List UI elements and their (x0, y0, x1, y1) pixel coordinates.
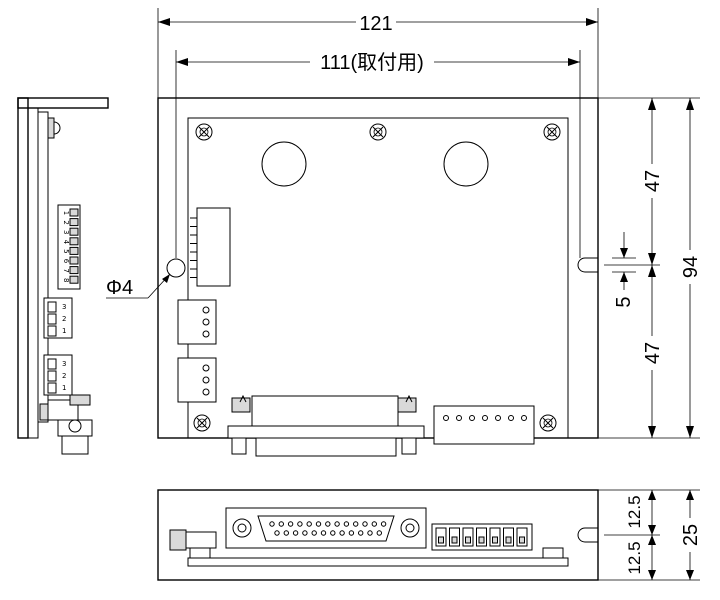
terminal-pin (443, 415, 449, 421)
terminal-contact (438, 536, 444, 544)
dip-switch-number: 6 (62, 259, 70, 264)
pin-label: 1 (62, 384, 66, 392)
dsub-pin (306, 521, 312, 527)
terminal-pin (456, 415, 462, 421)
dim-hole-diameter: Φ4 (106, 273, 171, 299)
dim-side-front: 12.5 12.5 25 (598, 489, 702, 581)
dim-overall-width: 121 (157, 8, 599, 98)
terminal-pin (508, 415, 514, 421)
dsub-pin (287, 521, 294, 527)
slot-width-label: 5 (613, 296, 635, 307)
dim-mounting-pitch: 111(取付用) (175, 50, 581, 258)
dsub-pin (358, 530, 364, 536)
dsub-pin (343, 521, 350, 527)
dim-vertical-right: 47 47 5 94 (598, 97, 702, 439)
side-view-left: 1 2 3 4 5 6 7 8 3 2 1 3 2 1 (17, 97, 109, 455)
side-lower-label: 12.5 (625, 541, 644, 574)
terminal-pin (482, 415, 488, 421)
terminal-slot (516, 527, 528, 547)
overall-height-label: 94 (680, 256, 702, 278)
dsub-pin (311, 530, 317, 536)
overall-width-label: 121 (359, 13, 392, 35)
terminal-slot (449, 527, 460, 547)
dsub-pin (334, 521, 340, 527)
mounting-hole (166, 258, 186, 278)
dsub-pin (320, 530, 327, 536)
pin-label: 3 (62, 360, 66, 368)
dip-switch-number: 3 (62, 230, 70, 234)
terminal-block-front (431, 523, 533, 551)
dsub-pin (367, 530, 373, 536)
upper-half-label: 47 (642, 170, 664, 192)
dip-switch-number: 1 (62, 211, 70, 215)
pin-label: 2 (62, 315, 66, 323)
terminal-slot (489, 527, 501, 547)
dsub-pin (302, 530, 308, 536)
terminal-slot (503, 527, 514, 547)
dsub-pin (348, 530, 355, 536)
side-total-label: 25 (680, 524, 702, 546)
terminal-slot (476, 527, 487, 547)
front-view (157, 489, 599, 581)
dsub-pin (297, 521, 303, 527)
dsub-pin (274, 530, 280, 536)
dsub-pin (330, 530, 336, 536)
dsub-pin (362, 521, 368, 527)
pin-label: 1 (62, 327, 66, 335)
terminal-contact (505, 536, 512, 544)
terminal-slot (462, 527, 474, 547)
terminal-pin (469, 415, 475, 421)
dsub-pin (353, 521, 359, 527)
dsub-pin (292, 530, 299, 536)
terminal-slot (435, 527, 447, 547)
mounting-pitch-label: 111(取付用) (320, 51, 424, 74)
dsub-pin (269, 521, 275, 527)
dip-switch-number: 8 (62, 278, 70, 282)
terminal-block-top (433, 405, 535, 445)
terminal-pin (495, 415, 501, 421)
dip-switch-number: 2 (62, 220, 70, 224)
side-connector-1: 3 2 1 (43, 297, 73, 339)
dsub-pin (315, 521, 322, 527)
dip-switch: 1 2 3 4 5 6 7 8 (57, 204, 81, 290)
terminal-contact (519, 536, 525, 544)
terminal-contact (451, 536, 458, 544)
terminal-contact (492, 536, 498, 544)
terminal-contact (478, 536, 485, 544)
d-sub-connector-top (227, 394, 425, 457)
hole-diameter-label: Φ4 (106, 277, 133, 299)
dsub-pin (325, 521, 331, 527)
terminal-pin (521, 415, 527, 421)
side-connector-2: 3 2 1 (43, 354, 73, 396)
pin-label: 2 (62, 372, 66, 380)
dip-switch-number: 4 (62, 240, 70, 245)
dip-switch-number: 5 (62, 249, 70, 253)
dip-switch-number: 7 (62, 268, 70, 272)
top-view (157, 97, 599, 457)
dsub-pin (278, 521, 284, 527)
d-sub-connector-front (225, 507, 427, 549)
dsub-pin (380, 521, 387, 527)
pin-label: 3 (62, 303, 66, 311)
dsub-pin (283, 530, 289, 536)
dsub-pin (376, 530, 382, 536)
lower-half-label: 47 (642, 342, 664, 364)
terminal-contact (465, 536, 471, 544)
side-upper-label: 12.5 (625, 495, 644, 528)
dsub-pin (371, 521, 377, 527)
dsub-pin (339, 530, 345, 536)
